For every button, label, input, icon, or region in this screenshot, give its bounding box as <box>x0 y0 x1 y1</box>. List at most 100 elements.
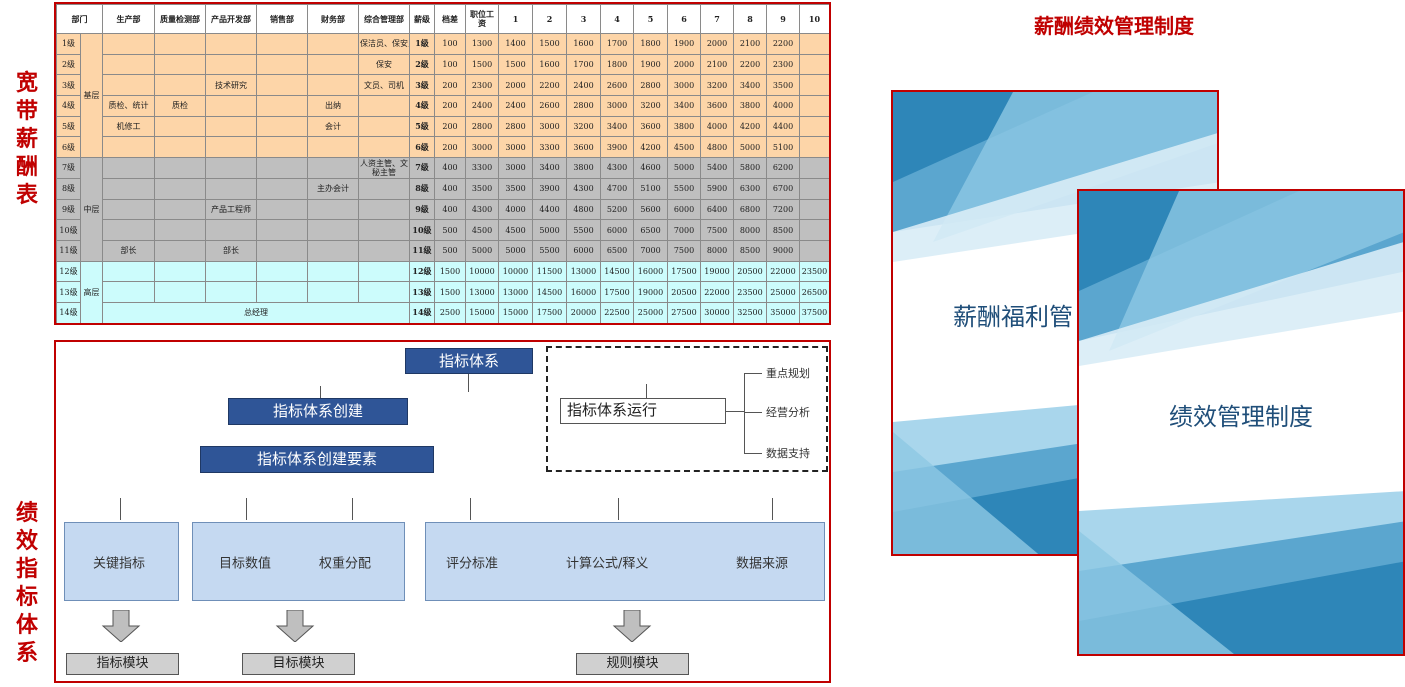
header-cell: 5 <box>633 4 668 34</box>
table-cell: 3500 <box>766 74 800 97</box>
table-cell <box>358 177 410 200</box>
table-cell: 保洁员、保安员 <box>358 33 410 55</box>
table-cell: 中层 <box>80 157 103 262</box>
table-cell <box>102 33 155 55</box>
side-char: 系 <box>15 641 38 666</box>
table-cell: 3600 <box>566 136 601 159</box>
table-cell <box>307 260 359 283</box>
target-weight-box: 目标数值 权重分配 <box>192 522 405 601</box>
connector-line <box>352 498 353 520</box>
table-cell: 1900 <box>633 53 668 76</box>
table-cell: 7500 <box>667 239 701 262</box>
connector-line <box>468 374 469 392</box>
table-cell: 7级 <box>409 157 435 179</box>
header-cell: 8 <box>733 4 767 34</box>
table-cell: 200 <box>434 115 466 138</box>
down-arrow-icon <box>101 610 141 642</box>
table-cell <box>358 136 410 159</box>
table-cell <box>256 157 308 179</box>
table-cell: 9级 <box>409 198 435 221</box>
side-char: 薪 <box>15 127 38 152</box>
table-cell: 保安 <box>358 53 410 76</box>
table-cell: 14500 <box>600 260 634 283</box>
table-cell: 2500 <box>434 301 466 323</box>
cover-text: 薪酬福利管 <box>953 303 1073 331</box>
table-cell <box>256 136 308 159</box>
header-cell: 档差 <box>434 4 466 34</box>
down-arrow-icon <box>275 610 315 642</box>
element-label: 目标数值 <box>219 556 272 571</box>
table-cell <box>256 177 308 200</box>
table-cell: 1400 <box>498 33 533 55</box>
target-module-box: 目标模块 <box>242 653 355 675</box>
index-create-box: 指标体系创建 <box>228 398 408 425</box>
header-cell: 10 <box>799 4 829 34</box>
table-cell <box>358 219 410 241</box>
index-elements-box: 指标体系创建要素 <box>200 446 434 473</box>
table-cell <box>154 53 206 76</box>
header-cell: 生产部 <box>102 4 155 34</box>
table-cell: 产品工程师 <box>205 198 257 221</box>
element-label: 关键指标 <box>93 556 146 571</box>
table-cell: 2100 <box>700 53 734 76</box>
header-cell: 3 <box>566 4 601 34</box>
table-cell: 3500 <box>465 177 499 200</box>
table-cell <box>799 33 829 55</box>
table-cell <box>358 198 410 221</box>
table-cell: 20000 <box>566 301 601 323</box>
table-cell <box>256 33 308 55</box>
table-cell: 6200 <box>766 157 800 179</box>
table-cell: 1600 <box>566 33 601 55</box>
table-cell: 2300 <box>465 74 499 97</box>
table-cell: 2000 <box>498 74 533 97</box>
table-cell: 10级 <box>409 219 435 241</box>
side-char: 标 <box>15 585 38 610</box>
table-cell: 17500 <box>532 301 567 323</box>
header-cell: 销售部 <box>256 4 308 34</box>
header-cell: 职位工资 <box>465 4 499 34</box>
element-label: 权重分配 <box>319 556 372 571</box>
table-cell: 22000 <box>700 281 734 303</box>
table-cell: 9000 <box>766 239 800 262</box>
table-cell: 3000 <box>498 136 533 159</box>
connector-line <box>120 498 121 520</box>
table-cell: 机修工 <box>102 115 155 138</box>
header-cell: 9 <box>766 4 800 34</box>
table-cell: 4400 <box>766 115 800 138</box>
table-cell: 16000 <box>566 281 601 303</box>
table-cell: 1900 <box>667 33 701 55</box>
table-cell <box>799 239 829 262</box>
table-cell: 总经理 <box>102 301 410 323</box>
table-cell: 2级 <box>409 53 435 76</box>
table-cell: 13000 <box>498 281 533 303</box>
table-cell <box>102 281 155 303</box>
table-cell: 10000 <box>465 260 499 283</box>
table-cell: 6级 <box>56 136 81 159</box>
side-char: 酬 <box>15 155 38 180</box>
table-cell <box>102 219 155 241</box>
connector-line <box>772 498 773 520</box>
table-cell: 400 <box>434 198 466 221</box>
table-cell: 32500 <box>733 301 767 323</box>
table-cell: 13000 <box>566 260 601 283</box>
header-cell: 质量检测部 <box>154 4 206 34</box>
down-arrow-icon <box>612 610 652 642</box>
table-cell <box>205 115 257 138</box>
table-cell <box>307 33 359 55</box>
table-cell: 5级 <box>56 115 81 138</box>
table-cell: 3800 <box>733 95 767 117</box>
table-cell <box>799 198 829 221</box>
table-cell <box>256 95 308 117</box>
table-cell: 5900 <box>700 177 734 200</box>
table-cell: 2200 <box>766 33 800 55</box>
side-char: 带 <box>15 99 38 124</box>
table-cell: 4200 <box>633 136 668 159</box>
table-cell <box>205 95 257 117</box>
covers-title: 薪酬绩效管理制度 <box>1034 14 1194 38</box>
index-side-label: 绩 效 指 标 体 系 <box>12 500 42 668</box>
table-cell: 11500 <box>532 260 567 283</box>
table-cell: 4级 <box>409 95 435 117</box>
